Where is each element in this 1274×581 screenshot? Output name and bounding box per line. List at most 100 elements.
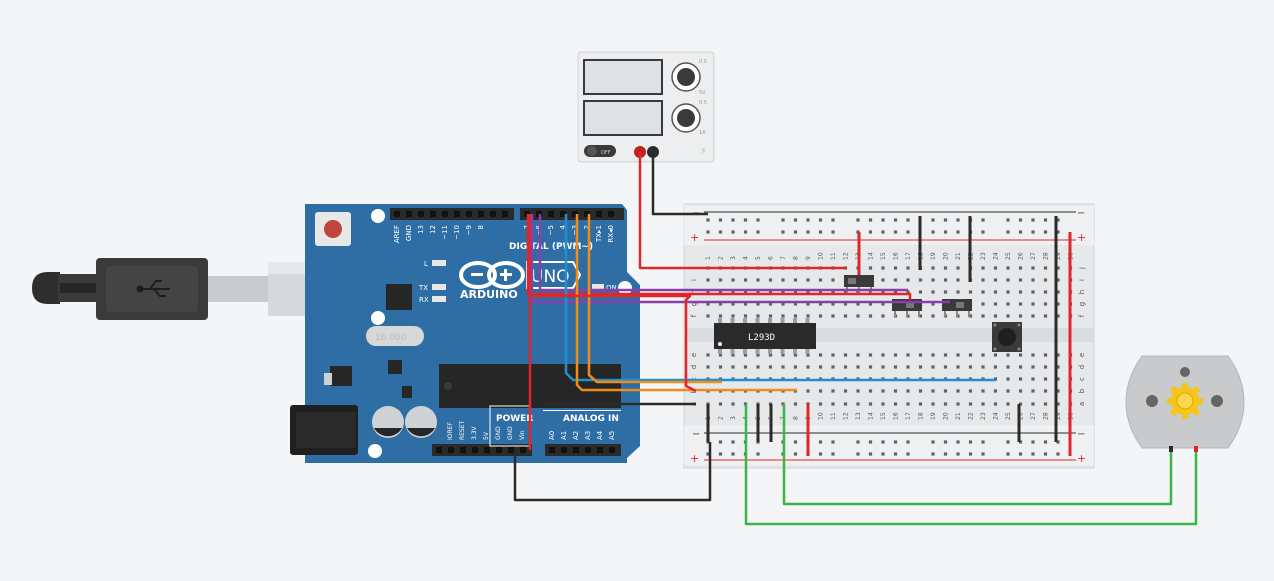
- dc-motor[interactable]: [1125, 355, 1245, 452]
- breadboard-hole: [843, 402, 848, 406]
- power-pin-label: GND: [495, 426, 502, 440]
- ic-pin: [718, 318, 722, 324]
- wire-green-motor-negative[interactable]: [782, 404, 1173, 506]
- breadboard-hole: [993, 353, 998, 357]
- breadboard-hole: [1031, 365, 1035, 369]
- breadboard-hole: [793, 314, 798, 318]
- breadboard-hole: [1031, 278, 1035, 282]
- breadboard-hole: [918, 290, 923, 294]
- breadboard-rail-hole: [981, 452, 985, 456]
- breadboard-hole: [1018, 377, 1023, 381]
- breadboard-hole: [768, 278, 773, 282]
- header-pin-hole: [478, 211, 484, 217]
- breadboard-column-label: 27: [1030, 252, 1037, 260]
- breadboard-rail-hole: [893, 452, 898, 456]
- wire-purple-a[interactable]: [530, 214, 950, 304]
- analog-pin-label: A1: [560, 431, 568, 440]
- breadboard-rail-hole: [831, 440, 835, 444]
- breadboard-hole: [756, 353, 760, 357]
- wire-power-supply-negative[interactable]: [651, 152, 708, 216]
- push-button[interactable]: [992, 322, 1022, 352]
- breadboard-column-label: 1: [705, 256, 712, 260]
- wire-orange-a[interactable]: [575, 214, 797, 392]
- breadboard-rail-hole: [943, 452, 948, 456]
- ic-pin: [793, 318, 797, 324]
- breadboard-rail-hole: [931, 230, 935, 234]
- breadboard-hole: [806, 365, 810, 369]
- breadboard-hole: [1006, 302, 1010, 306]
- breadboard-column-label: 24: [993, 252, 1000, 260]
- breadboard-rail-hole: [893, 440, 898, 444]
- breadboard-hole: [1056, 278, 1060, 282]
- breadboard-hole: [956, 389, 960, 393]
- header-pin-hole: [549, 447, 555, 453]
- power-switch-label: OFF: [601, 150, 611, 156]
- wire-power-supply-positive[interactable]: [638, 152, 846, 270]
- motor-terminal-positive[interactable]: [1194, 446, 1198, 452]
- current-knob[interactable]: [671, 103, 701, 133]
- wire-red-5v[interactable]: [528, 294, 697, 450]
- breadboard-hole: [856, 402, 860, 406]
- ic-label: L293D: [748, 333, 775, 343]
- breadboard-column-label: 21: [955, 412, 962, 420]
- breadboard-hole: [831, 290, 835, 294]
- breadboard-rail-hole: [756, 230, 760, 234]
- breadboard-jumpers[interactable]: [706, 216, 1072, 456]
- breadboard-hole: [1018, 290, 1023, 294]
- breadboard-hole: [881, 402, 885, 406]
- breadboard-hole: [1031, 302, 1035, 306]
- breadboard-hole: [831, 278, 835, 282]
- breadboard-hole: [981, 389, 985, 393]
- l293d-chip[interactable]: L293D: [714, 318, 816, 354]
- arduino-uno-board[interactable]: DIGITAL (PWM~) ARDUINO UNO L TX RX ON 16…: [290, 204, 640, 463]
- breadboard-hole: [781, 314, 785, 318]
- led-l-label: L: [424, 260, 428, 268]
- power-jack[interactable]: [290, 405, 358, 455]
- breadboard-hole: [918, 389, 923, 393]
- voltage-knob[interactable]: [671, 62, 701, 92]
- wire-green-motor-positive[interactable]: [744, 404, 1198, 526]
- wire-purple-b[interactable]: [538, 214, 908, 292]
- breadboard-rail-hole: [706, 218, 710, 222]
- header-pin-hole: [454, 211, 460, 217]
- wire-blue[interactable]: [564, 214, 996, 382]
- wire-black-gnd[interactable]: [513, 442, 712, 502]
- motor-terminal-negative[interactable]: [1169, 446, 1173, 452]
- reset-button[interactable]: [315, 212, 351, 246]
- led-rx: [432, 296, 446, 302]
- wire-red-pin-7[interactable]: [526, 214, 912, 300]
- breadboard-hole: [931, 353, 935, 357]
- breadboard-column-label: 28: [1043, 412, 1050, 420]
- breadboard-column-label: 4: [743, 256, 750, 260]
- breadboard-column-label: 20: [943, 252, 950, 260]
- breadboard-hole: [1056, 353, 1060, 357]
- digital-pin-label: AREF: [393, 225, 401, 243]
- breadboard-hole: [1043, 314, 1048, 318]
- bottom-pin-holes: [436, 447, 615, 453]
- rail-minus-label: −: [1077, 208, 1085, 219]
- breadboard-row-label: f: [1078, 314, 1086, 317]
- voltage-display: [583, 59, 663, 95]
- breadboard-hole: [943, 353, 948, 357]
- ic-pin: [805, 318, 810, 324]
- power-switch[interactable]: OFF: [584, 145, 616, 157]
- breadboard-hole: [743, 278, 748, 282]
- breadboard-hole: [906, 389, 910, 393]
- breadboard-hole: [956, 365, 960, 369]
- breadboard-hole: [1043, 389, 1048, 393]
- breadboard-hole: [918, 353, 923, 357]
- wire-orange-b[interactable]: [587, 214, 722, 384]
- power-header[interactable]: [432, 444, 532, 456]
- breadboard-hole: [818, 314, 823, 318]
- wires[interactable]: [513, 152, 1198, 526]
- breadboard-rail-hole: [806, 230, 810, 234]
- breadboard-rail-hole: [943, 218, 948, 222]
- power-supply[interactable]: 0.5 5V 0.5 1A OFF ⚡: [577, 51, 715, 163]
- breadboard-hole: [1043, 290, 1048, 294]
- digital-pin-label: ~5: [547, 225, 555, 235]
- breadboard-hole: [993, 302, 998, 306]
- breadboard-hole: [706, 290, 710, 294]
- breadboard-rail-hole: [793, 440, 798, 444]
- header-pin-hole: [561, 447, 567, 453]
- breadboard-row-label: e: [690, 353, 698, 357]
